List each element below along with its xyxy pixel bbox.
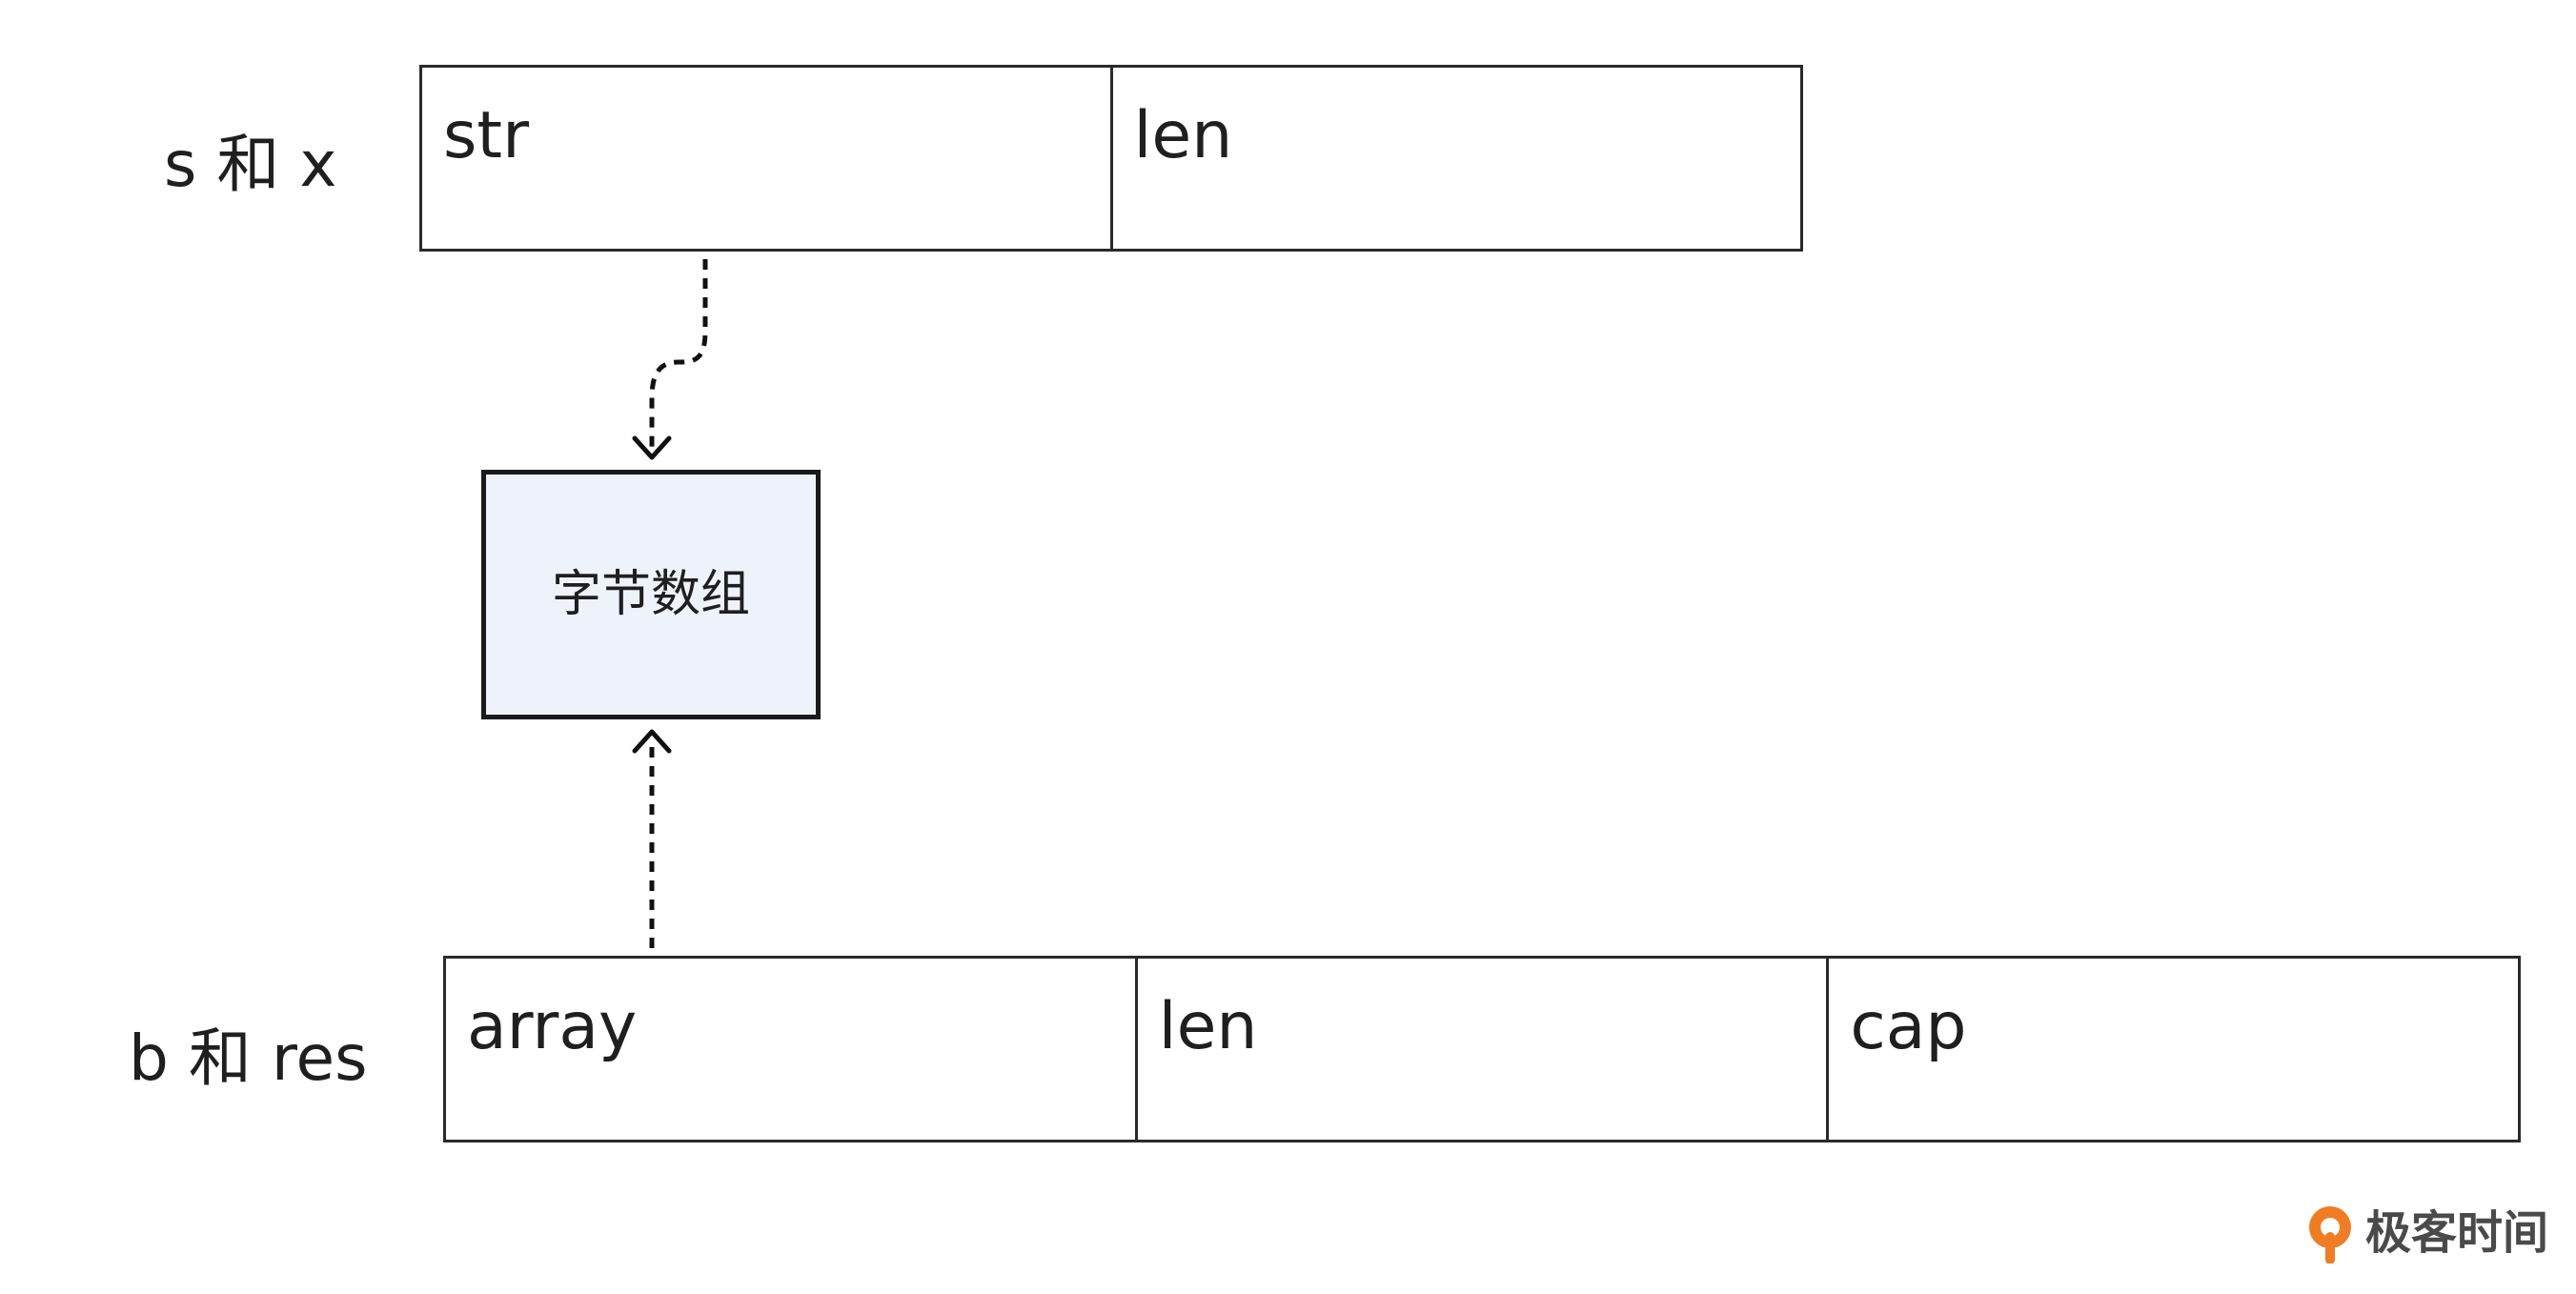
geektime-watermark: 极客时间 (2304, 1203, 2548, 1264)
top-row-label: s 和 x (164, 128, 337, 201)
len-field: len (1113, 68, 1801, 249)
cap-field-label: cap (1850, 989, 1967, 1064)
array-field-label: array (467, 989, 638, 1064)
slice-len-field-label: len (1158, 989, 1258, 1064)
string-header-struct: str len (419, 65, 1803, 252)
str-field-label: str (443, 98, 530, 173)
geektime-logo-icon (2309, 1206, 2351, 1264)
byte-array-box: 字节数组 (481, 470, 821, 719)
geektime-watermark-text: 极客时间 (2365, 1206, 2549, 1260)
cap-field: cap (1829, 959, 2518, 1140)
str-field: str (422, 68, 1113, 249)
str-pointer-arrowhead (632, 435, 672, 460)
byte-array-label: 字节数组 (551, 566, 750, 623)
slice-header-struct: array len cap (443, 956, 2521, 1142)
slice-len-field: len (1138, 959, 1830, 1140)
str-pointer-arrow (649, 259, 708, 452)
bottom-row-label: b 和 res (129, 1021, 368, 1095)
len-field-label: len (1133, 98, 1233, 173)
array-pointer-arrowhead (632, 729, 672, 754)
array-field: array (446, 959, 1138, 1140)
